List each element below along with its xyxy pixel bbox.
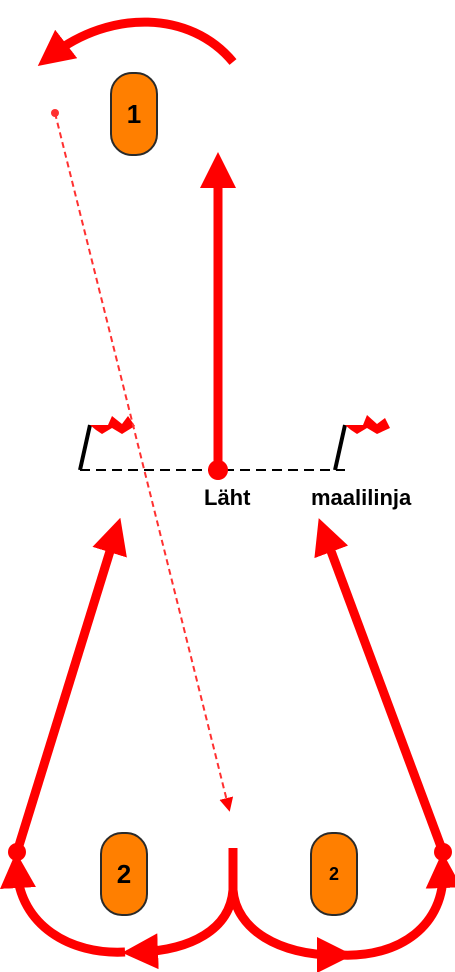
start-label: Läht [204, 485, 251, 510]
bottom-right-lobe-arrow [228, 889, 353, 972]
left-return-arrow [12, 517, 127, 854]
top-curve-arrow [37, 17, 237, 67]
finish-line-label: maalilinja [311, 485, 412, 510]
diagonal-start-dot [51, 109, 59, 117]
marker-1: 1 [110, 72, 158, 156]
dashed-diagonal-arrow [54, 112, 234, 812]
marker-2-right: 2 [310, 832, 358, 916]
right-bottom-curve-arrow [339, 852, 455, 960]
flag-icon [78, 416, 135, 471]
bottom-left-lobe-arrow [122, 889, 238, 970]
flag-icon [333, 415, 390, 471]
right-return-arrow [314, 518, 448, 854]
marker-2-left: 2 [100, 832, 148, 916]
left-bottom-curve-arrow [0, 852, 126, 957]
